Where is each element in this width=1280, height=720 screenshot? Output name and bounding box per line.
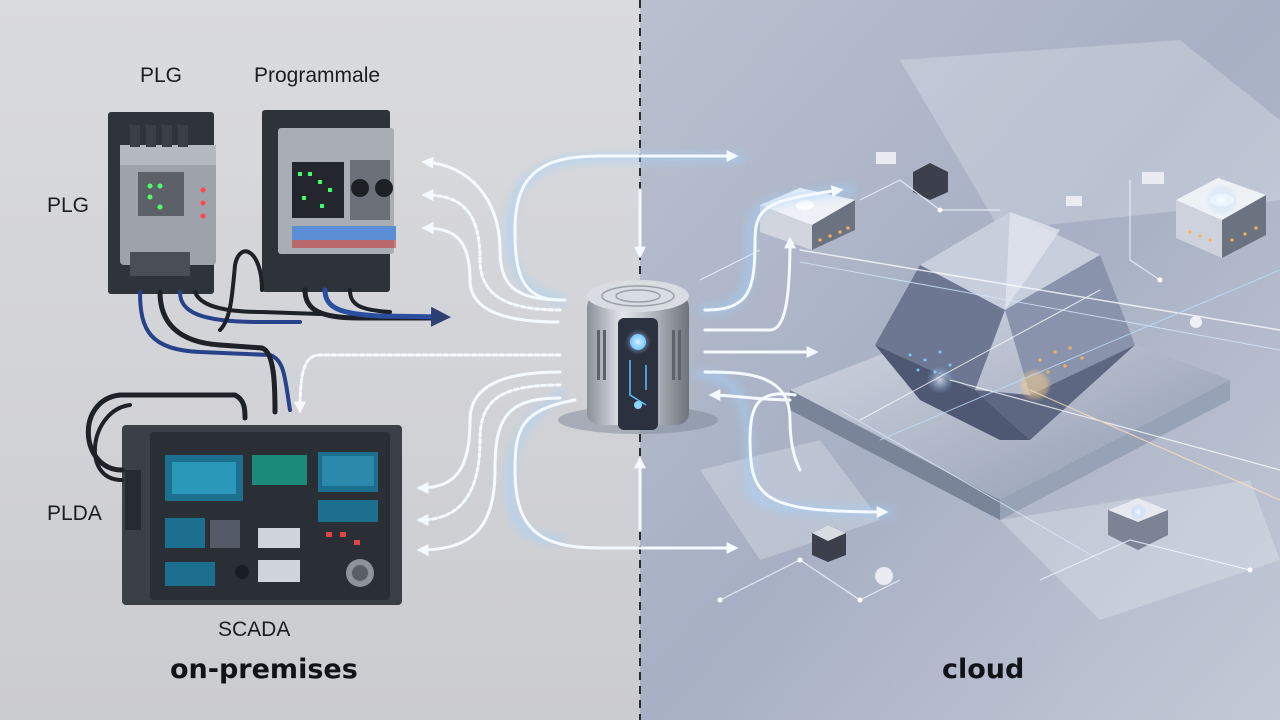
cloud-node-bottom	[1108, 498, 1168, 550]
on-premises-label: on-premises	[170, 654, 358, 685]
circuit-traces	[699, 179, 1251, 601]
scada-console	[122, 425, 402, 605]
circuit-nodes	[717, 207, 1253, 603]
light-streams	[799, 249, 1280, 561]
programmable-controller	[262, 110, 396, 292]
data-flow-arrows	[294, 150, 889, 556]
cloud-small-cubes	[812, 152, 1202, 585]
cloud-node-right	[1176, 178, 1266, 258]
plc-left-label: PLG	[47, 194, 90, 217]
device-cables	[85, 249, 451, 482]
cloud-background-panels	[700, 40, 1280, 620]
scada-label: SCADA	[218, 618, 291, 641]
plc-top-label: PLG	[140, 64, 183, 87]
plda-label: PLDA	[47, 502, 102, 525]
programmable-label: Programmale	[254, 64, 381, 87]
on-premises-zone	[0, 0, 640, 720]
cloud-label: cloud	[942, 654, 1025, 685]
edge-gateway	[558, 280, 718, 434]
plc-device	[108, 112, 216, 294]
